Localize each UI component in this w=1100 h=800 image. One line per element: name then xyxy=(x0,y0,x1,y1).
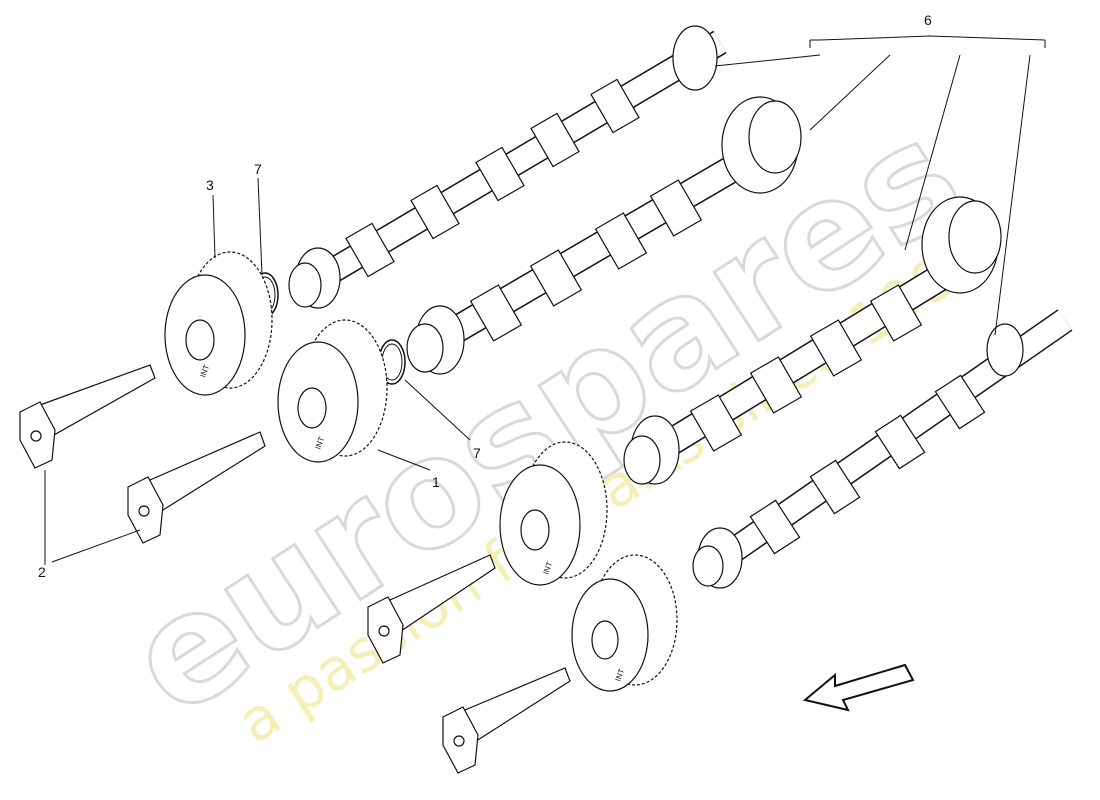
watermark: eurospares a passion for parts since 198… xyxy=(98,86,997,757)
camshaft-lower-left xyxy=(623,196,1002,485)
bolt-upper xyxy=(19,364,156,469)
variator-gear-lower-b: INT xyxy=(571,554,678,692)
camshaft-upper-right xyxy=(406,96,802,375)
callout-1: 1 xyxy=(432,474,440,490)
variator-gear-lower-a: INT xyxy=(499,441,608,586)
callout-6: 6 xyxy=(924,12,932,28)
gear-mark: INT xyxy=(613,667,626,682)
callout-2: 2 xyxy=(38,564,46,580)
callout-3: 3 xyxy=(206,177,214,193)
camshaft-upper-left xyxy=(288,25,727,309)
direction-arrow xyxy=(802,663,915,712)
gear-mark: INT xyxy=(541,560,554,575)
gear-mark: INT xyxy=(198,363,211,378)
watermark-brand: eurospares xyxy=(100,88,990,750)
variator-gear-3: INT xyxy=(164,251,273,396)
bolt-lower-b xyxy=(442,667,571,774)
camshaft-lower-right xyxy=(692,309,1073,589)
gear-mark: INT xyxy=(313,435,326,450)
bolt-lower-a xyxy=(367,554,496,664)
callout-7-upper: 7 xyxy=(254,161,262,177)
bolt-lower xyxy=(127,431,266,544)
callout-labels: 6 3 7 7 1 2 xyxy=(38,12,932,580)
leader-lines xyxy=(44,35,1046,565)
callout-7-lower: 7 xyxy=(473,445,481,461)
variator-gear-1: INT xyxy=(277,319,388,463)
